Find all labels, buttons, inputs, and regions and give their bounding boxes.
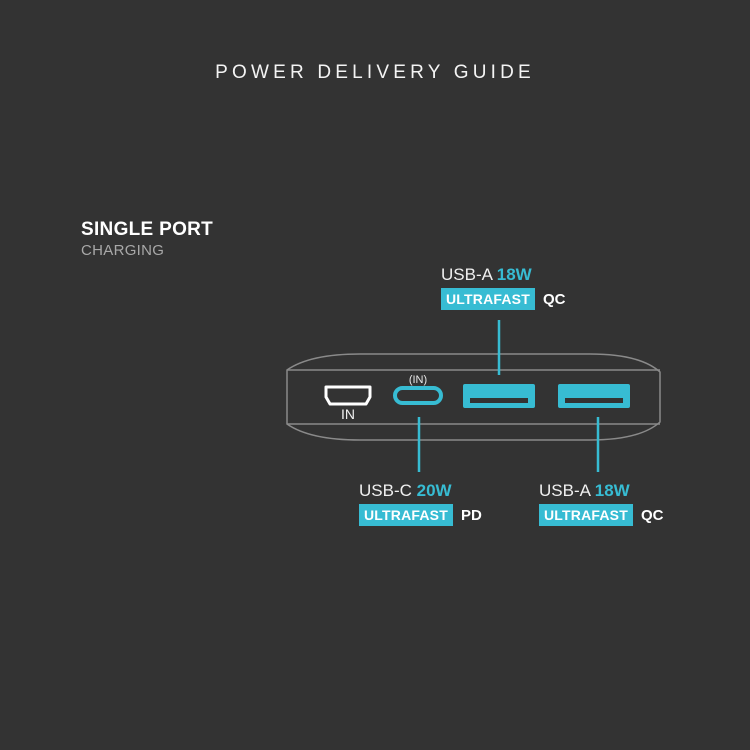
callout-usb-a-bottom: USB-A 18W ULTRAFAST QC — [539, 480, 663, 526]
port-name: USB-A — [539, 481, 591, 500]
protocol-label: QC — [542, 290, 566, 308]
micro-usb-label: IN — [341, 406, 355, 422]
micro-usb-port-icon — [324, 385, 372, 406]
protocol-label: PD — [460, 506, 482, 524]
wattage: 18W — [594, 481, 630, 500]
protocol-label: QC — [640, 506, 664, 524]
usb-c-label: (IN) — [409, 374, 427, 386]
usb-c-port-icon — [393, 386, 443, 405]
ultrafast-badge: ULTRAFAST — [441, 288, 535, 310]
usb-a-port-1-icon — [463, 384, 535, 408]
wattage: 20W — [416, 481, 452, 500]
callout-usb-c: USB-C 20W ULTRAFAST PD — [359, 480, 482, 526]
section-title: SINGLE PORT — [81, 219, 214, 240]
page-title: POWER DELIVERY GUIDE — [215, 62, 535, 83]
ultrafast-badge: ULTRAFAST — [359, 504, 453, 526]
section-subtitle: CHARGING — [81, 242, 165, 259]
ultrafast-badge: ULTRAFAST — [539, 504, 633, 526]
wattage: 18W — [496, 265, 532, 284]
power-bank-outline — [286, 353, 661, 441]
port-name: USB-C — [359, 481, 412, 500]
usb-a-port-2-icon — [558, 384, 630, 408]
port-name: USB-A — [441, 265, 493, 284]
callout-usb-a-top: USB-A 18W ULTRAFAST QC — [441, 264, 565, 310]
